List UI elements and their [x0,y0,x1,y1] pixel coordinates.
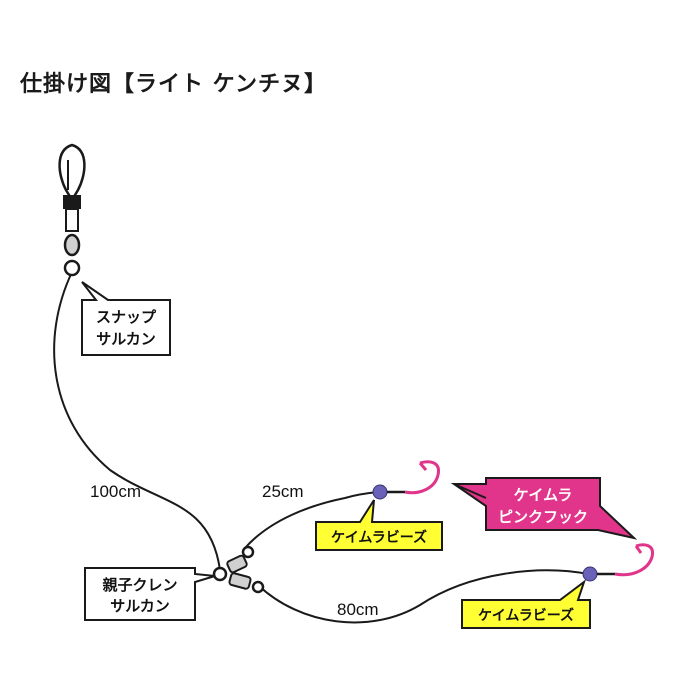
hook-label-line1: ケイムラ [514,486,573,504]
oyako-label-line2: サルカン [110,597,170,615]
lower-branch-line [257,569,589,624]
snap-label-line2: サルカン [96,330,156,348]
snap-label-line1: スナップ [96,308,157,326]
upper-beads-label: ケイムラビーズ [331,529,427,546]
lower-branch-length-label: 80cm [337,600,379,619]
lower-hook-icon [597,543,655,577]
main-line [53,271,221,571]
callout-lower-beads: ケイムラビーズ [461,579,591,629]
lower-bead [582,566,598,582]
lower-beads-label: ケイムラビーズ [478,607,574,624]
callout-upper-beads: ケイムラビーズ [315,499,443,551]
callout-pink-hook: ケイムラ ピンクフック [450,477,638,540]
callout-oyako-swivel: 親子クレン サルカン [84,567,216,621]
diagram-title: 仕掛け図【ライト ケンチヌ】 [20,72,328,97]
snap-swivel-icon [58,143,86,277]
callout-snap-swivel: スナップ サルカン [81,281,171,356]
main-length-label: 100cm [90,482,141,501]
upper-branch-line [244,491,379,549]
upper-branch-length-label: 25cm [262,482,304,501]
hook-label-line2: ピンクフック [498,508,588,526]
oyako-swivel-icon [212,545,265,594]
upper-hook-icon [387,460,440,495]
upper-bead [372,484,388,500]
oyako-label-line1: 親子クレン [102,576,177,594]
